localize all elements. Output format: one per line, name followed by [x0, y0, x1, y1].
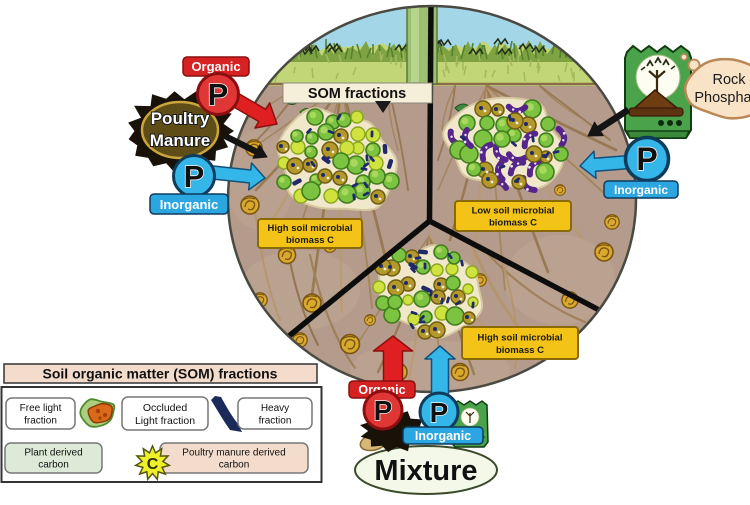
svg-text:biomass C: biomass C	[496, 345, 544, 356]
svg-text:P: P	[430, 397, 449, 428]
svg-text:Heavy: Heavy	[261, 403, 289, 414]
svg-text:High soil microbial: High soil microbial	[268, 223, 353, 234]
svg-text:Occluded: Occluded	[143, 402, 188, 414]
svg-text:Inorganic: Inorganic	[614, 183, 668, 197]
svg-text:biomass C: biomass C	[286, 235, 334, 246]
svg-text:Rock: Rock	[712, 72, 746, 88]
svg-text:Low soil microbial: Low soil microbial	[472, 206, 555, 217]
svg-text:C: C	[147, 456, 159, 473]
svg-text:biomass C: biomass C	[489, 218, 537, 229]
svg-text:Phosphate: Phosphate	[694, 90, 750, 106]
svg-text:Organic: Organic	[191, 59, 240, 74]
svg-text:Inorganic: Inorganic	[415, 429, 471, 443]
svg-text:fraction: fraction	[259, 415, 292, 426]
svg-text:Plant derived: Plant derived	[24, 448, 82, 459]
svg-text:P: P	[636, 141, 657, 177]
svg-text:Manure: Manure	[150, 131, 210, 150]
svg-text:Soil organic matter (SOM) frac: Soil organic matter (SOM) fractions	[43, 366, 278, 382]
svg-text:High soil microbial: High soil microbial	[478, 332, 563, 343]
svg-text:P: P	[208, 77, 229, 112]
svg-text:carbon: carbon	[219, 460, 250, 471]
svg-text:Free light: Free light	[20, 403, 62, 414]
svg-text:P: P	[374, 395, 393, 426]
svg-text:Poultry manure derived: Poultry manure derived	[182, 448, 285, 459]
svg-text:SOM fractions: SOM fractions	[308, 86, 406, 102]
svg-text:P: P	[184, 159, 205, 194]
svg-text:Mixture: Mixture	[374, 455, 477, 487]
svg-text:carbon: carbon	[38, 460, 69, 471]
svg-text:fraction: fraction	[24, 415, 57, 426]
svg-text:Inorganic: Inorganic	[160, 197, 219, 212]
svg-text:Light fraction: Light fraction	[135, 415, 195, 427]
svg-text:Poultry: Poultry	[151, 109, 210, 128]
